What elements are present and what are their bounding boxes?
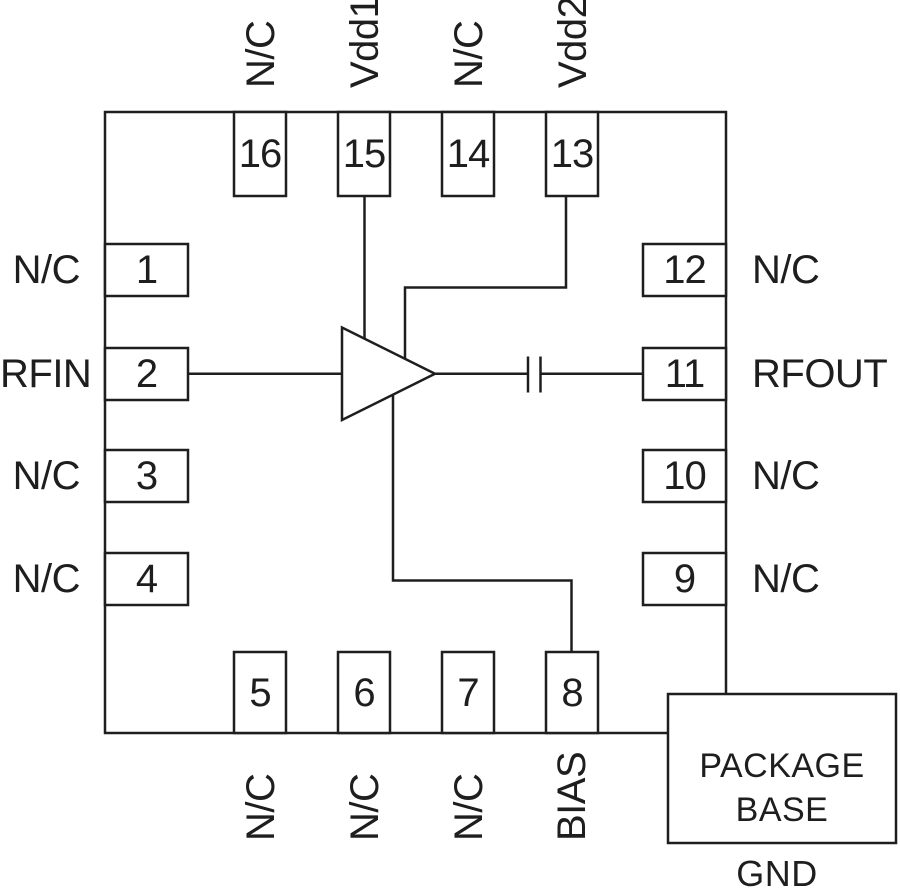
pin-label-15: Vdd1	[343, 0, 387, 88]
pin-box-15	[336, 110, 392, 198]
pin-number-15: 15	[342, 132, 387, 176]
pin-number-3: 3	[135, 454, 158, 498]
pin-box-10	[641, 448, 728, 504]
pin-box-5	[232, 650, 288, 735]
pin-box-4	[103, 551, 190, 607]
package-base-line2: BASE	[735, 791, 829, 829]
pin-number-9: 9	[673, 557, 696, 601]
wire-bias	[391, 394, 573, 652]
pin-box-14	[440, 110, 496, 198]
pin-number-2: 2	[135, 352, 158, 396]
pin-box-16	[232, 110, 288, 198]
pin-box-3	[103, 448, 190, 504]
pin-label-13: Vdd2	[551, 0, 595, 88]
pin-number-11: 11	[664, 352, 706, 396]
pin-label-16: N/C	[239, 20, 283, 88]
pin-box-13	[544, 110, 600, 198]
pin-label-9: N/C	[752, 557, 820, 601]
pin-number-5: 5	[249, 670, 271, 715]
package-base-label: PACKAGE BASE	[668, 744, 896, 832]
amplifier-icon	[340, 325, 438, 423]
pin-label-12: N/C	[752, 248, 820, 292]
gnd-label: GND	[736, 853, 818, 893]
pin-label-14: N/C	[447, 20, 491, 88]
pin-number-1: 1	[135, 248, 158, 292]
pin-box-6	[336, 650, 392, 735]
pin-number-16: 16	[238, 132, 283, 176]
pin-box-1	[103, 242, 190, 298]
pin-label-7: N/C	[447, 773, 491, 841]
pin-number-6: 6	[353, 670, 375, 715]
pin-label-11: RFOUT	[752, 352, 888, 396]
pin-number-8: 8	[561, 670, 583, 715]
package-outline	[103, 110, 728, 735]
pin-box-12	[641, 242, 728, 298]
pin-box-11	[641, 346, 728, 402]
pin-number-10: 10	[663, 454, 707, 498]
pin-label-1: N/C	[12, 248, 81, 292]
pin-label-3: N/C	[12, 454, 81, 498]
pin-label-6: N/C	[343, 773, 387, 841]
pin-label-10: N/C	[752, 454, 820, 498]
pin-number-7: 7	[457, 670, 479, 715]
wire-vdd2	[403, 196, 568, 359]
pin-box-7	[440, 650, 496, 735]
pin-box-9	[641, 551, 728, 607]
pin-box-8	[544, 650, 600, 735]
pin-label-4: N/C	[12, 557, 81, 601]
pin-number-14: 14	[446, 132, 491, 176]
pin-label-2: RFIN	[0, 352, 92, 396]
package-base-line1: PACKAGE	[699, 747, 865, 785]
pin-number-13: 13	[550, 132, 595, 176]
pin-box-2	[103, 346, 190, 402]
pin-number-4: 4	[135, 557, 158, 601]
pin-number-12: 12	[663, 248, 707, 292]
pin-label-5: N/C	[239, 773, 283, 841]
pin-label-8: BIAS	[550, 751, 594, 841]
package-base-box	[666, 692, 898, 845]
